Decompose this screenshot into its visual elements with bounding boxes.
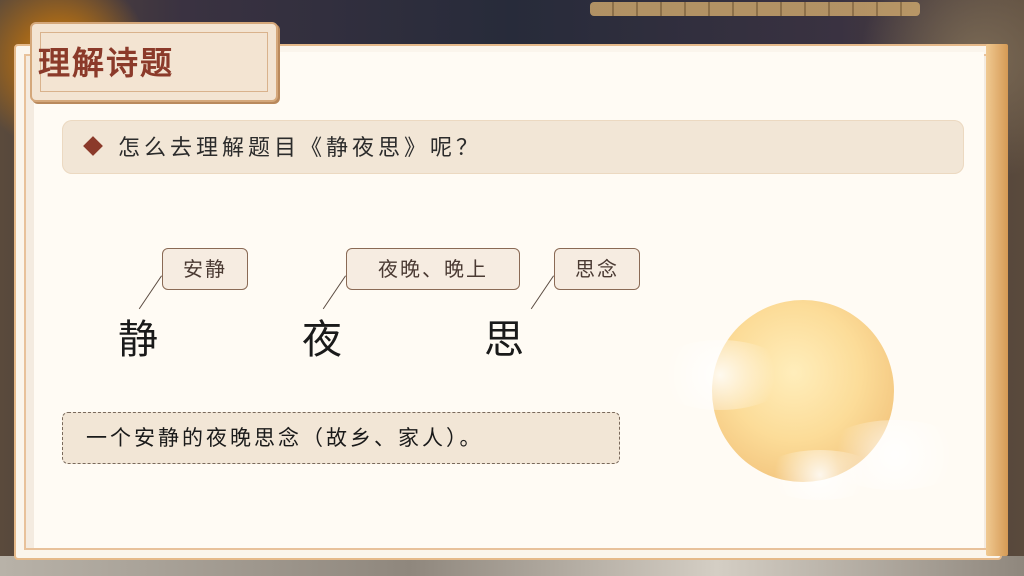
character-si: 思 <box>484 317 524 363</box>
scroll-edge <box>986 44 1008 556</box>
bamboo-decoration <box>590 2 920 16</box>
title-badge-frame <box>40 32 268 92</box>
section-title-badge <box>30 22 278 102</box>
bottom-decoration <box>0 556 1024 576</box>
answer-box <box>62 412 620 464</box>
character-ye: 夜 <box>302 317 342 363</box>
meaning-label-jing: 安静 <box>162 248 248 290</box>
answer-text: 一个安静的夜晚思念（故乡、家人）。 <box>86 426 484 450</box>
question-bar <box>62 120 964 174</box>
meaning-label-si: 思念 <box>554 248 640 290</box>
meaning-label-ye: 夜晚、晚上 <box>346 248 520 290</box>
section-title: 理解诗题 <box>38 44 175 82</box>
question-text: 怎么去理解题目《静夜思》呢？ <box>118 136 483 161</box>
cloud-decoration <box>760 450 880 500</box>
character-jing: 静 <box>118 317 158 363</box>
cloud-decoration <box>650 340 790 410</box>
